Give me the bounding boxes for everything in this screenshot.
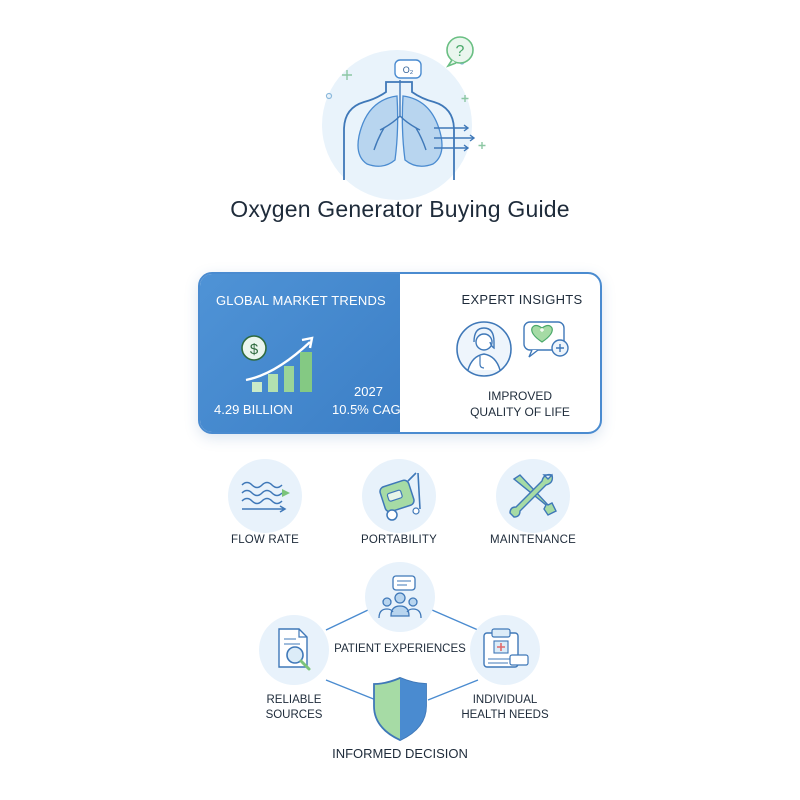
o2-bubble-icon: O₂ — [394, 59, 422, 79]
patient-experiences-node — [365, 562, 435, 632]
document-search-icon — [278, 628, 311, 671]
health-needs-label: INDIVIDUAL HEALTH NEEDS — [445, 693, 565, 723]
portability-icon-circle — [362, 459, 436, 533]
expert-insights-title: EXPERT INSIGHTS — [461, 292, 583, 307]
page-title: Oxygen Generator Buying Guide — [230, 196, 570, 222]
informed-decision-label: INFORMED DECISION — [332, 746, 468, 761]
doctor-heart-icon — [456, 321, 569, 377]
maintenance-icon-circle — [496, 459, 570, 533]
market-cagr: 10.5% CAGR — [332, 402, 411, 417]
question-bubble-icon: ? — [445, 36, 474, 68]
flow-waves-icon — [241, 481, 290, 513]
expert-caption-line2: QUALITY OF LIFE — [470, 405, 570, 419]
reliable-sources-label: RELIABLE SOURCES — [234, 693, 354, 723]
svg-text:?: ? — [456, 43, 465, 60]
patient-group-icon — [378, 575, 422, 619]
health-needs-line1: INDIVIDUAL — [472, 694, 538, 706]
lungs-illustration: ? O₂ — [325, 36, 486, 180]
portable-concentrator-icon — [379, 472, 421, 521]
medical-record-icon — [483, 628, 529, 668]
patient-experiences-label: PATIENT EXPERIENCES — [334, 643, 466, 655]
expert-caption: IMPROVED QUALITY OF LIFE — [440, 388, 600, 420]
sparkle-icon — [342, 70, 486, 149]
svg-text:O₂: O₂ — [403, 65, 414, 75]
shield-icon — [373, 677, 427, 741]
factor-label-portability: PORTABILITY — [361, 534, 437, 546]
market-insights-card: GLOBAL MARKET TRENDS $ 2027 4.29 BILLION… — [198, 272, 602, 434]
factor-label-flow-rate: FLOW RATE — [230, 534, 300, 546]
reliable-sources-line2: SOURCES — [265, 709, 323, 721]
market-trends-title: GLOBAL MARKET TRENDS — [216, 293, 386, 308]
reliable-sources-node — [259, 615, 329, 685]
expert-caption-line1: IMPROVED — [487, 389, 552, 403]
health-needs-line2: HEALTH NEEDS — [461, 709, 549, 721]
health-needs-node — [470, 615, 540, 685]
growth-chart-icon: $ — [241, 335, 314, 392]
flow-rate-icon-circle — [228, 459, 302, 533]
reliable-sources-line1: RELIABLE — [266, 694, 322, 706]
market-value: 4.29 BILLION — [214, 402, 293, 417]
wrench-tools-icon — [509, 473, 557, 518]
market-year: 2027 — [354, 384, 383, 399]
svg-text:$: $ — [250, 341, 259, 358]
factor-label-maintenance: MAINTENANCE — [490, 534, 576, 546]
